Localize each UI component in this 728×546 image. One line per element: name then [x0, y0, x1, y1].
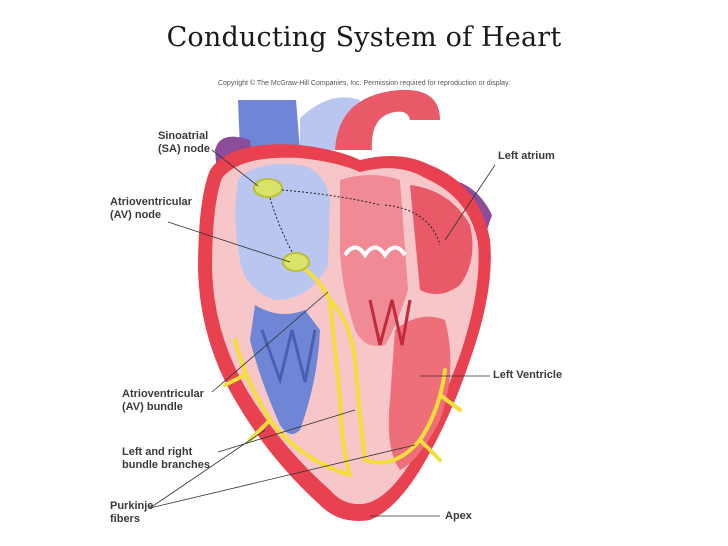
leader-sa-node — [211, 149, 259, 187]
impulse-arrows — [269, 189, 441, 253]
leader-bundle-branches — [217, 409, 356, 453]
mitral-valve — [368, 299, 412, 346]
copyright-notice: Copyright © The McGraw-Hill Companies, I… — [217, 80, 510, 87]
leader-av-node — [167, 221, 291, 263]
label-left-ventricle: Left Ventricle — [493, 369, 563, 381]
purkinje-branch-3 — [248, 418, 272, 442]
sa-node — [253, 178, 283, 198]
label-apex: Apex — [445, 510, 472, 522]
label-bundle-branches: Left and right bundle branches — [122, 446, 211, 471]
aorta — [335, 89, 440, 150]
impulse-sa-to-la — [281, 189, 381, 206]
right-bundle-branch — [328, 298, 352, 477]
left-bundle-branch — [328, 298, 367, 462]
leader-purkinje-1 — [149, 429, 266, 509]
left-atrium — [410, 185, 473, 294]
label-left-atrium: Left atrium — [498, 150, 555, 162]
superior-vena-cava — [238, 100, 300, 150]
label-av-bundle: Atrioventricular (AV) bundle — [122, 388, 204, 413]
purkinje-branch-2 — [438, 393, 462, 412]
page-title: Conducting System of Heart — [166, 22, 562, 53]
label-sa-node: Sinoatrial (SA) node — [158, 130, 210, 155]
label-av-node: Atrioventricular (AV) node — [110, 196, 192, 221]
label-purkinje-fibers: Purkinje fibers — [110, 500, 154, 525]
leader-left-atrium — [444, 164, 496, 241]
aortic-valve — [343, 245, 407, 259]
impulse-sa-to-av — [269, 197, 293, 253]
av-node — [282, 252, 310, 272]
left-ventricle — [388, 316, 451, 470]
right-ventricle — [250, 305, 320, 434]
tricuspid-valve — [260, 329, 317, 386]
leader-purkinje-2 — [149, 444, 416, 509]
purkinje-branch-4 — [223, 373, 247, 387]
leader-lines — [149, 149, 496, 517]
leader-av-bundle — [211, 291, 329, 393]
purkinje-branch-1 — [418, 438, 442, 462]
